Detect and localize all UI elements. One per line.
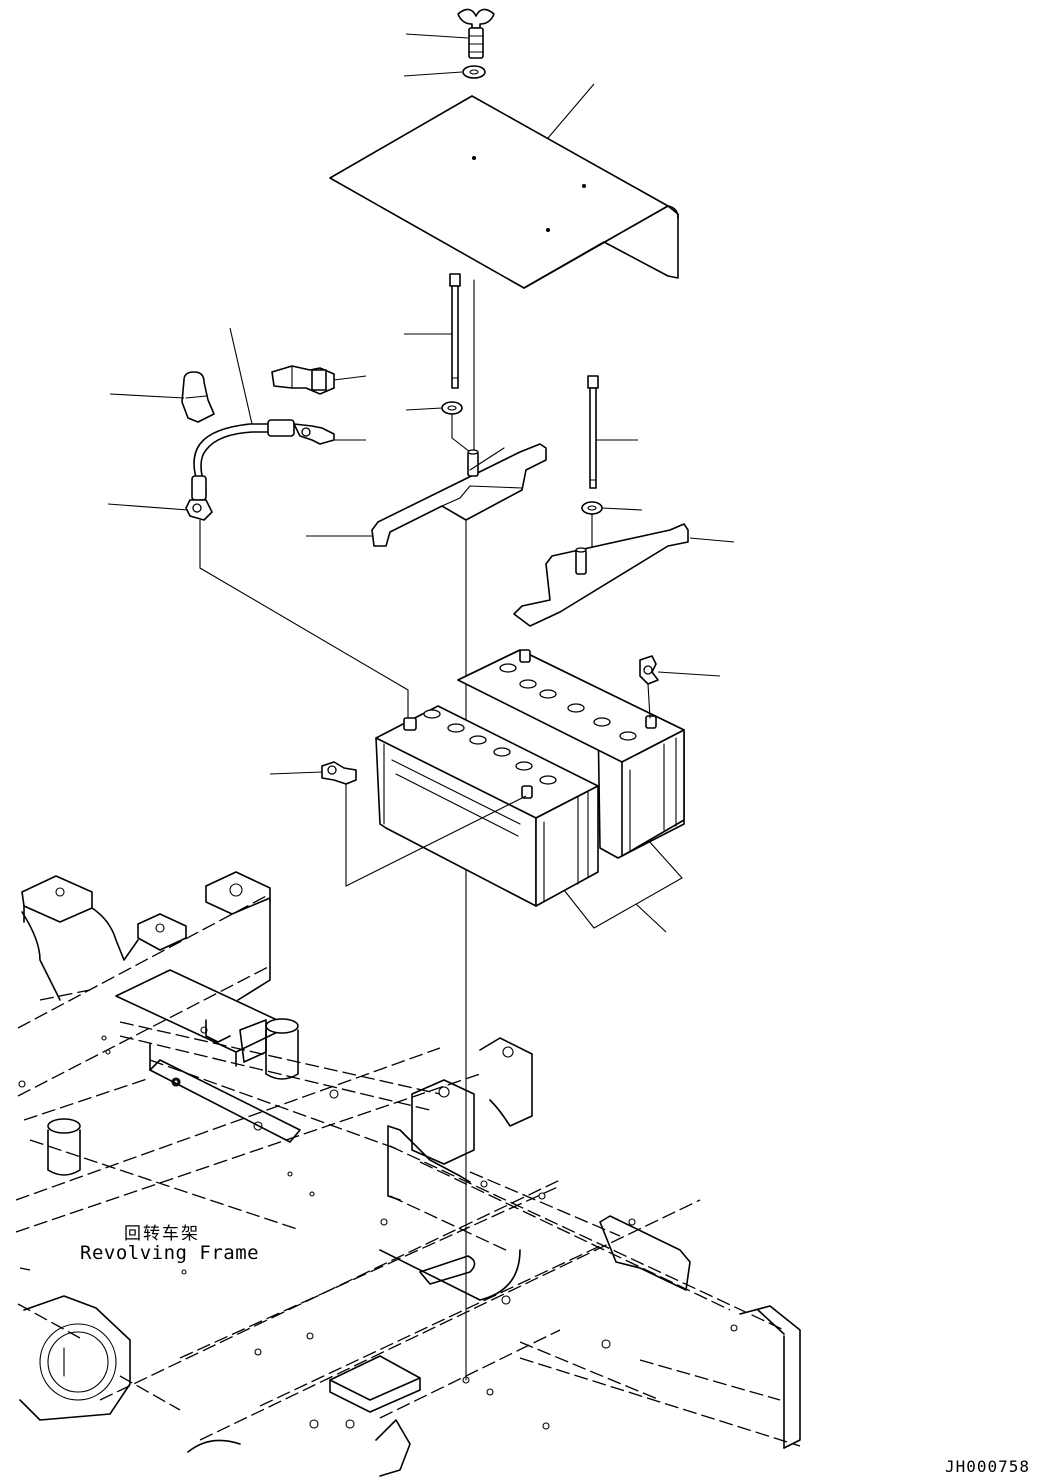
rod-icon	[587, 375, 599, 489]
leader-washer-right	[601, 507, 643, 511]
terminal-clamp-icon	[271, 365, 335, 395]
terminal-clamp-icon	[321, 761, 357, 785]
cap-icon	[181, 371, 215, 423]
leader-cable	[229, 327, 253, 425]
battery-cover-icon	[329, 95, 679, 289]
leader-clamp-left	[269, 771, 323, 775]
rod-icon	[449, 273, 461, 389]
drawing-code: JH000758	[945, 1457, 1031, 1476]
frame-label-chinese: 回转车架	[124, 1224, 200, 1244]
leader-bracket-right	[689, 537, 735, 543]
leader-batteries	[563, 839, 683, 929]
revolving-frame-icon	[15, 871, 801, 1477]
battery-bracket-icon	[513, 523, 689, 627]
connection-line-clamp	[345, 784, 527, 887]
frame-label-english: Revolving Frame	[80, 1242, 260, 1264]
battery-bracket-icon	[371, 443, 547, 547]
terminal-clamp-icon	[639, 655, 659, 685]
leader-washer-top	[403, 71, 463, 77]
cable-icon	[185, 419, 335, 521]
washer-icon	[462, 65, 486, 79]
leader-cable-terminal	[107, 503, 189, 511]
battery-icon	[457, 649, 685, 859]
connection-line-left	[199, 520, 409, 718]
wing-bolt-icon	[457, 8, 495, 59]
leader-clamp-right	[657, 671, 721, 677]
leader-wing-bolt	[405, 33, 469, 39]
battery-icon	[375, 705, 599, 907]
leader-cover	[547, 83, 595, 139]
leader-cap	[109, 393, 185, 399]
leader-washer-left	[405, 407, 443, 411]
leader-clamp-top	[333, 375, 367, 381]
washer-icon	[441, 401, 463, 415]
washer-icon	[581, 501, 603, 515]
